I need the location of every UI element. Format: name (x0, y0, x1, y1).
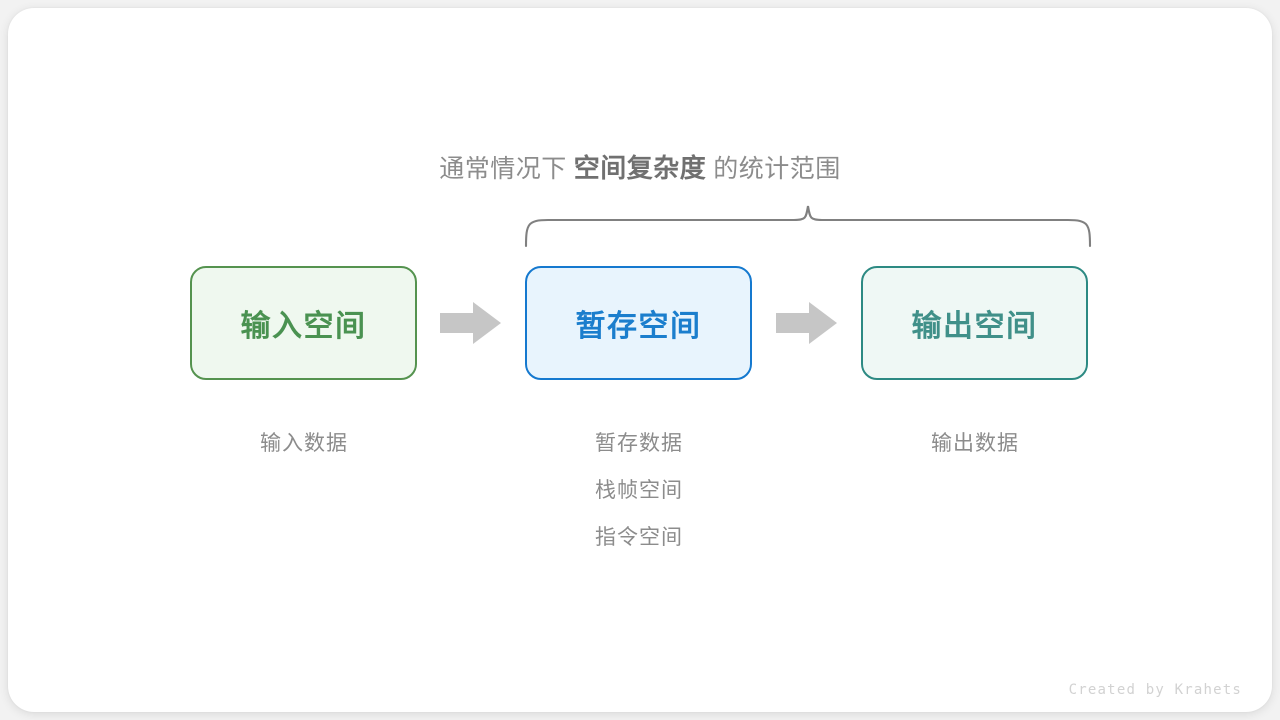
caption-prefix: 通常情况下 (439, 155, 567, 183)
caption-emphasis: 空间复杂度 (573, 153, 707, 183)
box-temp-space[interactable]: 暂存空间 (525, 266, 752, 380)
watermark-credit: Created by Krahets (1068, 682, 1242, 698)
sublabels-output: 输出数据 (861, 420, 1089, 467)
sublabels-input: 输入数据 (190, 420, 418, 467)
box-input-space[interactable]: 输入空间 (190, 266, 417, 380)
sublabels-temp: 暂存数据 栈帧空间 指令空间 (525, 420, 753, 561)
sublabel-item: 输出数据 (931, 432, 1019, 455)
sublabel-item: 栈帧空间 (595, 479, 683, 502)
box-temp-space-label: 暂存空间 (575, 310, 702, 343)
sublabel-item: 输入数据 (260, 432, 348, 455)
box-output-space-label: 输出空间 (911, 310, 1038, 343)
arrow-right-icon (776, 302, 837, 344)
scope-brace-icon (524, 205, 1092, 248)
sublabel-item: 指令空间 (595, 526, 683, 549)
caption-suffix: 的统计范围 (713, 155, 841, 183)
arrow-right-icon (440, 302, 501, 344)
box-input-space-label: 输入空间 (240, 310, 367, 343)
box-output-space[interactable]: 输出空间 (861, 266, 1088, 380)
diagram-caption: 通常情况下空间复杂度的统计范围 (0, 148, 1280, 189)
sublabel-item: 暂存数据 (595, 432, 683, 455)
